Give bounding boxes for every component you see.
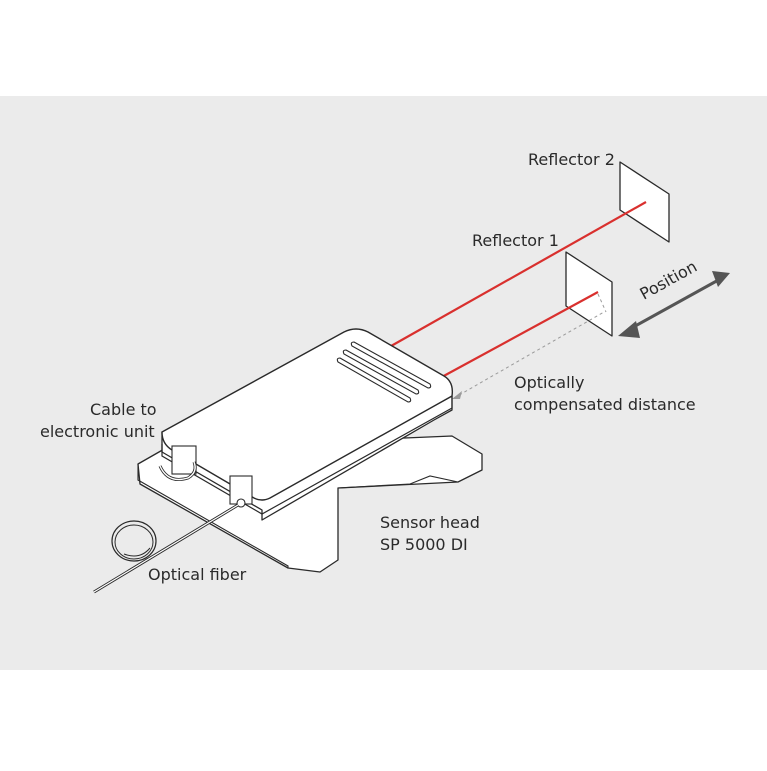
label-sensor-line-2: SP 5000 DI xyxy=(380,535,468,554)
label-reflector-2: Reflector 2 xyxy=(528,150,615,169)
base-plate-edge xyxy=(137,464,289,568)
cable-port-box xyxy=(171,445,197,475)
reflector-1-plate xyxy=(565,251,613,337)
vent-slot-3 xyxy=(336,357,412,403)
label-sensor-line-1: Sensor head xyxy=(380,513,480,532)
fiber-connector xyxy=(236,498,246,508)
fiber-to-coil xyxy=(123,547,151,557)
vent-slot-1 xyxy=(350,341,432,389)
compensated-distance-dashed xyxy=(453,311,605,399)
label-optical-fiber: Optical fiber xyxy=(148,565,247,584)
fiber-coil-outer xyxy=(111,520,157,562)
laser-beam-reflector-1 xyxy=(439,291,599,379)
housing-bottom-edge xyxy=(161,396,453,515)
label-cable-line-1: Cable to xyxy=(90,400,157,419)
cable-loop-inner xyxy=(159,461,196,481)
position-arrowhead-right xyxy=(712,271,730,287)
vent-slot-2 xyxy=(342,349,420,395)
label-reflector-1: Reflector 1 xyxy=(472,231,559,250)
position-arrow-shaft xyxy=(627,276,723,332)
laser-beam-reflector-2 xyxy=(383,201,647,351)
optical-fiber-line-inner xyxy=(93,504,239,593)
compensated-distance-arrowhead xyxy=(452,391,462,399)
base-plate-right-edge xyxy=(337,475,459,489)
fiber-coil-inner xyxy=(114,524,154,560)
label-compensated-line-2: compensated distance xyxy=(514,395,696,414)
label-cable-line-2: electronic unit xyxy=(40,422,155,441)
label-compensated-line-1: Optically xyxy=(514,373,585,392)
position-arrowhead-left xyxy=(618,321,640,338)
